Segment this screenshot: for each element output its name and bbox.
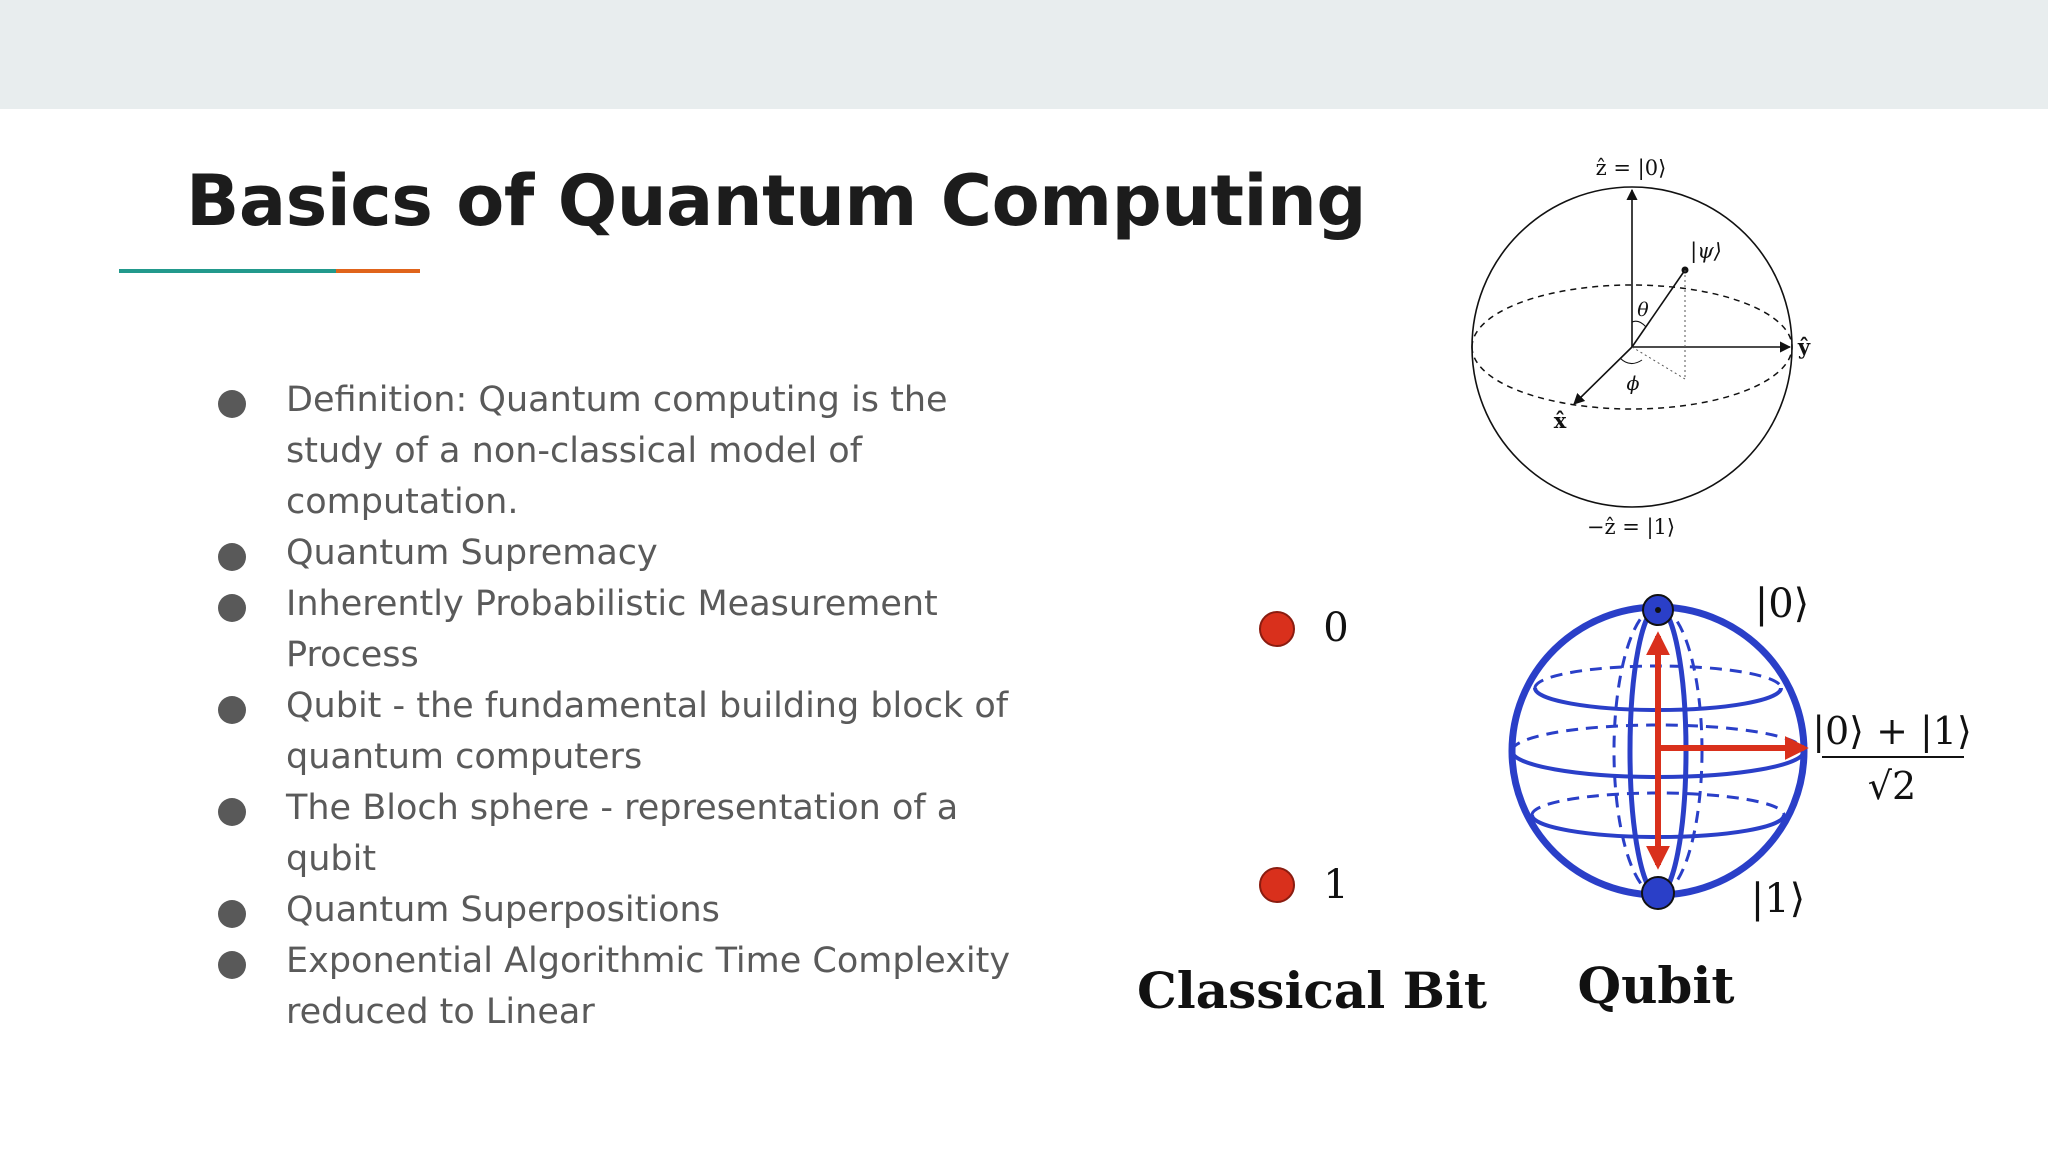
bloch-phi-label: ϕ xyxy=(1627,373,1640,395)
bullet-list: Definition: Quantum computing is the stu… xyxy=(218,375,1048,1038)
qubit-south-pole xyxy=(1641,876,1675,910)
bullet-definition: Definition: Quantum computing is the stu… xyxy=(218,375,1048,528)
bullet-measurement: Inherently Probabilistic Measurement Pro… xyxy=(218,579,1048,681)
bloch-bottom-label: −ẑ = |1⟩ xyxy=(1587,515,1675,540)
bloch-psi-label: |ψ⟩ xyxy=(1690,239,1722,264)
bloch-x-label: x̂ xyxy=(1554,408,1567,433)
equator-back xyxy=(1471,284,1793,348)
bullet-superpositions: Quantum Superpositions xyxy=(218,885,1048,936)
bullet-dot xyxy=(218,390,246,418)
bullet-text: Quantum Superpositions xyxy=(286,890,720,930)
bullet-complexity: Exponential Algorithmic Time Complexity … xyxy=(218,936,1048,1038)
bullet-dot xyxy=(218,900,246,928)
slide-title: Basics of Quantum Computing xyxy=(186,160,1366,242)
classical-one-label: 1 xyxy=(1323,862,1348,908)
bullet-dot xyxy=(218,696,246,724)
psi-projection-radial xyxy=(1631,346,1686,380)
bloch-sphere-diagram: ẑ = |0⟩ −ẑ = |1⟩ x̂ ŷ |ψ⟩ θ ϕ xyxy=(1471,156,1811,540)
bullet-dot xyxy=(218,594,246,622)
bullet-text: The Bloch sphere - representation of a q… xyxy=(286,788,959,879)
superposition-numerator: |0⟩ + |1⟩ xyxy=(1812,709,1972,753)
bullet-text: Exponential Algorithmic Time Complexity … xyxy=(286,941,1011,1032)
top-band xyxy=(0,0,2048,109)
title-underline-orange xyxy=(336,269,420,273)
qubit-ket0-label: |0⟩ xyxy=(1755,581,1810,627)
qubit-ket1-label: |1⟩ xyxy=(1751,876,1806,922)
equator-front xyxy=(1471,346,1793,410)
qubit-caption: Qubit xyxy=(1578,956,1735,1015)
bullet-bloch: The Bloch sphere - representation of a q… xyxy=(218,783,1048,885)
theta-arc xyxy=(1631,320,1647,328)
superposition-denominator: √2 xyxy=(1868,764,1916,808)
phi-arc xyxy=(1619,357,1643,364)
classical-zero-dot xyxy=(1259,611,1295,647)
bullet-supremacy: Quantum Supremacy xyxy=(218,528,1048,579)
bullet-dot xyxy=(218,951,246,979)
bit-vs-qubit-diagram: 0 1 Classical Bit |0⟩ |1⟩ |0⟩ + |1⟩ √2 Q… xyxy=(1137,581,1972,1020)
bullet-text: Quantum Supremacy xyxy=(286,533,658,573)
classical-bit-caption: Classical Bit xyxy=(1137,961,1487,1020)
psi-vector xyxy=(1631,269,1686,348)
title-underline-teal xyxy=(119,269,336,273)
bullet-dot xyxy=(218,543,246,571)
bullet-text: Definition: Quantum computing is the stu… xyxy=(286,380,948,522)
qubit-north-pole-center xyxy=(1655,607,1661,613)
classical-one-dot xyxy=(1259,867,1295,903)
bloch-top-label: ẑ = |0⟩ xyxy=(1596,156,1667,181)
bloch-y-label: ŷ xyxy=(1797,334,1811,359)
bullet-qubit: Qubit - the fundamental building block o… xyxy=(218,681,1048,783)
x-axis-arrow xyxy=(1573,346,1633,405)
bullet-text: Qubit - the fundamental building block o… xyxy=(286,686,1009,777)
bloch-theta-label: θ xyxy=(1637,299,1649,321)
bullet-dot xyxy=(218,798,246,826)
bullet-text: Inherently Probabilistic Measurement Pro… xyxy=(286,584,938,675)
classical-zero-label: 0 xyxy=(1323,605,1348,651)
